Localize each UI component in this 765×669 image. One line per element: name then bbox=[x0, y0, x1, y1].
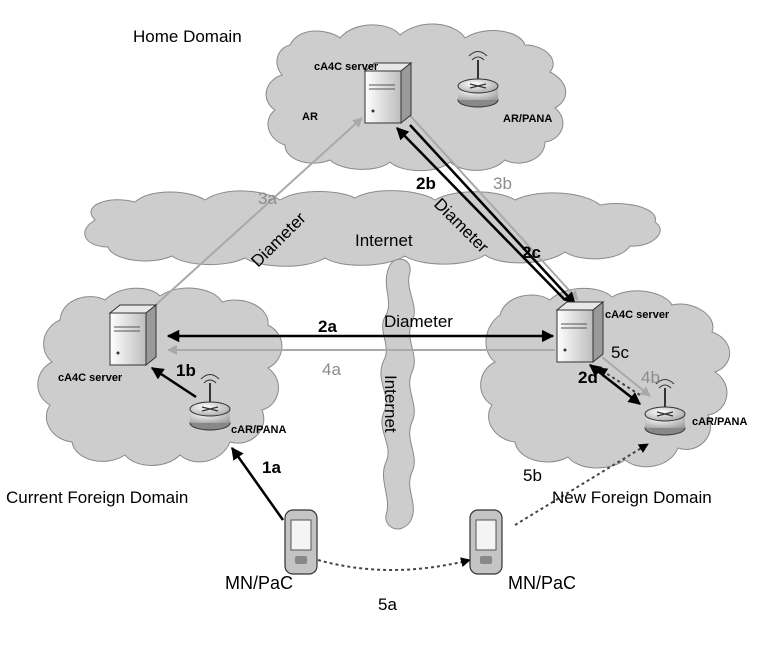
step-3b: 3b bbox=[493, 174, 512, 193]
step-5a: 5a bbox=[378, 595, 397, 614]
step-2a: 2a bbox=[318, 317, 337, 336]
step-3a: 3a bbox=[258, 189, 277, 208]
mn-right-device-icon bbox=[469, 509, 503, 575]
home-domain-label: Home Domain bbox=[133, 27, 242, 46]
home-ar-label: AR bbox=[302, 111, 318, 123]
internet-horizontal-label: Internet bbox=[355, 231, 413, 250]
diameter-mid-label: Diameter bbox=[384, 312, 453, 331]
step-5c: 5c bbox=[611, 343, 629, 362]
arrow-5c bbox=[597, 367, 641, 396]
arrow-2b bbox=[396, 127, 566, 301]
current-server-icon bbox=[108, 303, 158, 367]
home-server-label: cA4C server bbox=[314, 61, 379, 73]
new-server-icon bbox=[555, 300, 605, 364]
current-car-pana-label: cAR/PANA bbox=[231, 424, 286, 436]
new-foreign-domain-label: New Foreign Domain bbox=[552, 488, 712, 507]
arrow-1b bbox=[150, 366, 197, 399]
home-ar-pana-label: AR/PANA bbox=[503, 113, 552, 125]
mn-right-label: MN/PaC bbox=[508, 573, 576, 593]
step-4a: 4a bbox=[322, 360, 341, 379]
internet-cloud-vertical bbox=[380, 258, 415, 530]
step-1a: 1a bbox=[262, 458, 281, 477]
current-foreign-domain-label: Current Foreign Domain bbox=[6, 488, 188, 507]
arrow-3b bbox=[404, 109, 579, 301]
step-4b: 4b bbox=[641, 368, 660, 387]
home-domain-cloud bbox=[265, 23, 567, 172]
mn-left-label: MN/PaC bbox=[225, 573, 293, 593]
step-1b: 1b bbox=[176, 361, 196, 380]
arrow-5a bbox=[317, 557, 471, 571]
new-car-pana-label: cAR/PANA bbox=[692, 416, 747, 428]
home-router-icon bbox=[457, 51, 499, 108]
arrow-1a bbox=[230, 446, 285, 521]
current-router-icon bbox=[189, 374, 231, 431]
arrow-3a bbox=[149, 117, 363, 311]
arrow-2c bbox=[409, 124, 576, 305]
new-router-icon bbox=[644, 379, 686, 436]
new-server-label: cA4C server bbox=[605, 309, 670, 321]
internet-cloud-horizontal bbox=[84, 190, 661, 267]
home-server-icon bbox=[363, 61, 413, 125]
step-2d: 2d bbox=[578, 368, 598, 387]
current-server-label: cA4C server bbox=[58, 372, 123, 384]
arrow-5b bbox=[514, 443, 649, 526]
internet-vertical-label: Internet bbox=[381, 375, 400, 433]
step-5b: 5b bbox=[523, 466, 542, 485]
step-2b: 2b bbox=[416, 174, 436, 193]
step-2c: 2c bbox=[522, 243, 541, 262]
mn-left-device-icon bbox=[284, 509, 318, 575]
